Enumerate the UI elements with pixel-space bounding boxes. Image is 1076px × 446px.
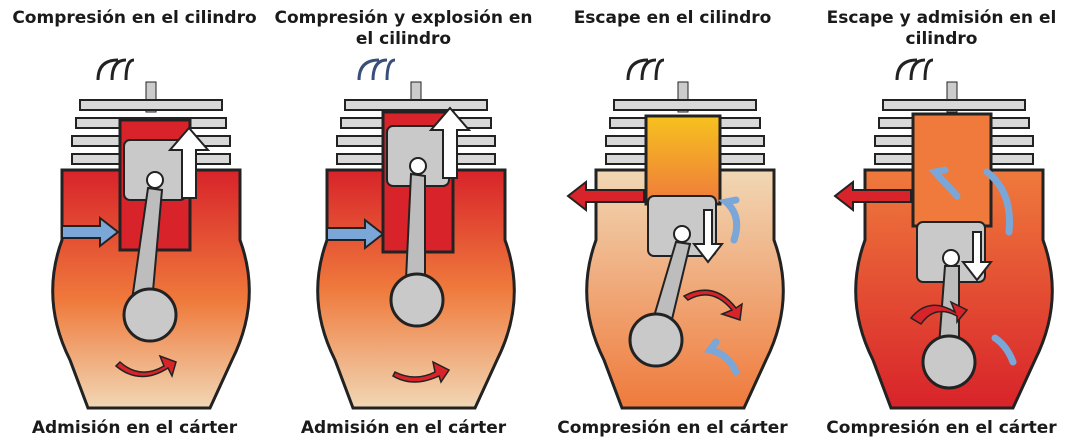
piston-pin xyxy=(410,158,426,174)
panel-title: Compresión en el cilindro xyxy=(0,8,269,29)
piston-pin xyxy=(147,172,163,188)
stroke-panel-2: Compresión y explosión en el cilindro Ad… xyxy=(269,0,538,446)
engine-diagram-2 xyxy=(269,0,538,446)
spark-plug-wire xyxy=(897,60,933,80)
spark-plug-wire xyxy=(98,60,134,80)
panel-title: Escape y admisión en el cilindro xyxy=(807,8,1076,50)
piston-pin xyxy=(943,250,959,266)
spark-plug-wire xyxy=(359,60,395,80)
panel-caption: Admisión en el cárter xyxy=(0,418,269,438)
crankshaft xyxy=(124,289,176,341)
crankshaft xyxy=(391,274,443,326)
crankshaft xyxy=(923,336,975,388)
stroke-panel-1: Compresión en el cilindro Admisión en el… xyxy=(0,0,269,446)
engine-diagram-3 xyxy=(538,0,807,446)
combustion-chamber xyxy=(646,116,720,204)
stroke-panel-4: Escape y admisión en el cilindro Compres… xyxy=(807,0,1076,446)
panel-title: Escape en el cilindro xyxy=(538,8,807,29)
piston-pin xyxy=(674,226,690,242)
cylinder-bore xyxy=(913,114,991,226)
stroke-panel-3: Escape en el cilindro Compresión en el c… xyxy=(538,0,807,446)
panel-caption: Admisión en el cárter xyxy=(269,418,538,438)
spark-plug-wire xyxy=(628,60,664,80)
engine-diagram-1 xyxy=(0,0,269,446)
crankshaft xyxy=(630,314,682,366)
panel-caption: Compresión en el cárter xyxy=(807,418,1076,438)
engine-diagram-4 xyxy=(807,0,1076,446)
panel-title: Compresión y explosión en el cilindro xyxy=(269,8,538,50)
panel-caption: Compresión en el cárter xyxy=(538,418,807,438)
